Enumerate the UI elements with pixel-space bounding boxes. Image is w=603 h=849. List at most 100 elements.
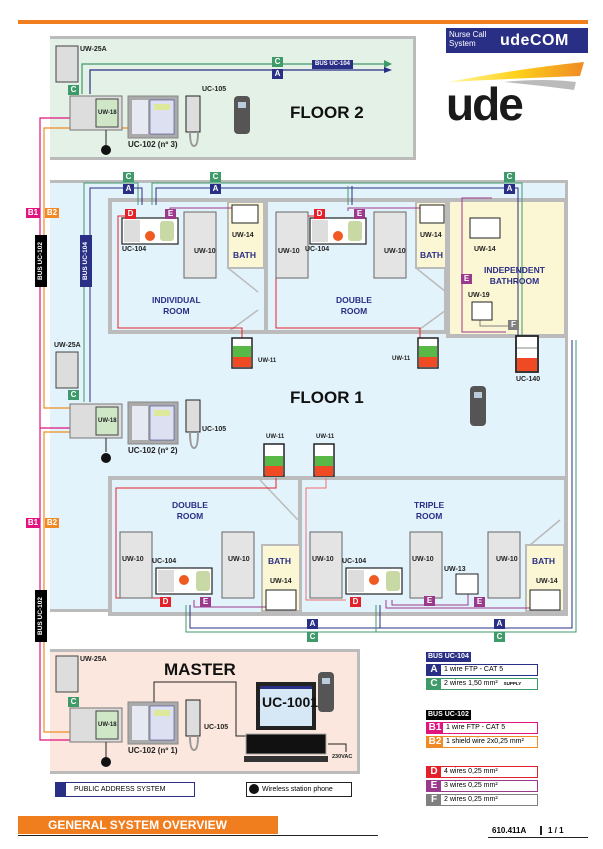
bath-controller-label: UC-140 bbox=[516, 376, 541, 383]
uw13-device bbox=[455, 573, 479, 595]
uc104-unit-double-top bbox=[309, 217, 367, 245]
wire-tag-a: A bbox=[123, 184, 134, 194]
uw11-lamp bbox=[313, 443, 335, 477]
ude-logo: ude bbox=[446, 62, 584, 126]
room-independent-bath bbox=[446, 198, 568, 338]
master-psu-label: UW-25A bbox=[80, 656, 107, 663]
bed-unit-label: UW-10 bbox=[312, 556, 334, 563]
wire-tag-a: A bbox=[307, 619, 318, 629]
page-number: 1 / 1 bbox=[540, 826, 564, 835]
wireless-phone-icon bbox=[249, 784, 259, 795]
wire-tag-a: A bbox=[504, 184, 515, 194]
bath-label: BATH bbox=[268, 556, 291, 566]
bed-unit-label: UW-10 bbox=[278, 248, 300, 255]
master-handset-label: UC-105 bbox=[204, 724, 229, 731]
bath-unit-label: UW-14 bbox=[420, 232, 442, 239]
uw11-lamp bbox=[417, 337, 439, 369]
doc-number: 610.411A bbox=[492, 826, 527, 835]
uc140-lamp bbox=[515, 335, 539, 373]
wire-tag-c: C bbox=[272, 57, 283, 67]
floor1-console-label: UC-102 (nº 2) bbox=[128, 446, 178, 455]
logo-text: ude bbox=[446, 78, 523, 126]
floor2-interface-label: UW-18 bbox=[98, 110, 117, 116]
bath-unit-label: UW-14 bbox=[232, 232, 254, 239]
legend-key-b2: B2 bbox=[427, 736, 443, 747]
wire-tag-c: C bbox=[210, 172, 221, 182]
bath-label: BATH bbox=[532, 556, 555, 566]
bed-unit-label: UW-10 bbox=[122, 556, 144, 563]
legend-bus102-title: BUS UC-102 bbox=[426, 710, 471, 720]
uc104-label: UC-104 bbox=[305, 246, 330, 253]
uc104-unit-individual bbox=[121, 217, 179, 245]
floor2-bus-label: BUS UC-104 bbox=[312, 60, 354, 69]
wire-tag-c: C bbox=[504, 172, 515, 182]
brand-name: udeCOM bbox=[500, 32, 569, 49]
floor2-equipment bbox=[55, 45, 250, 155]
uc104-label: UC-104 bbox=[122, 246, 147, 253]
bed bbox=[275, 211, 309, 279]
brand-subtitle: Nurse Call System bbox=[449, 30, 487, 48]
wire-tag-a: A bbox=[272, 69, 283, 79]
bed-unit-label: UW-10 bbox=[384, 248, 406, 255]
uw11-lamp bbox=[231, 337, 253, 369]
uw14-device bbox=[419, 204, 445, 224]
bed bbox=[119, 531, 153, 599]
uc104-label: UC-104 bbox=[342, 558, 367, 565]
floor1-equipment bbox=[55, 351, 486, 463]
uw14-device bbox=[529, 589, 561, 611]
wire-tag-c: C bbox=[307, 632, 318, 642]
wire-tag-b1: B1 bbox=[26, 208, 40, 218]
footer-rule bbox=[18, 835, 378, 836]
floor1-interface-label: UW-18 bbox=[98, 418, 117, 424]
extra-unit-label: UW-13 bbox=[444, 566, 466, 573]
uw14-device bbox=[265, 589, 297, 611]
logo-swoosh-grey bbox=[504, 80, 576, 90]
legend-wireless: Wireless station phone bbox=[246, 782, 352, 797]
bed-unit-label: UW-10 bbox=[228, 556, 250, 563]
uw11-lamp bbox=[263, 443, 285, 477]
wire-tag-d: D bbox=[314, 209, 325, 219]
legend-key-e: E bbox=[427, 781, 441, 791]
wire-tag-a: A bbox=[210, 184, 221, 194]
public-address-icon bbox=[56, 783, 66, 796]
wire-tag-f: F bbox=[508, 320, 519, 330]
floor1-handset-label: UC-105 bbox=[202, 426, 227, 433]
bath-unit-label: UW-14 bbox=[536, 578, 558, 585]
bed bbox=[373, 211, 407, 279]
wire-tag-e: E bbox=[461, 274, 472, 284]
bed-unit-label: UW-10 bbox=[194, 248, 216, 255]
floor2-psu-label: UW-25A bbox=[80, 46, 107, 53]
corridor-lamp-label: UW-11 bbox=[266, 434, 285, 440]
wire-tag-d: D bbox=[350, 597, 361, 607]
header-rule bbox=[18, 20, 588, 24]
bath-label: BATH bbox=[233, 250, 256, 260]
uc104-unit-double-bottom bbox=[155, 567, 213, 595]
uc104-label: UC-104 bbox=[152, 558, 177, 565]
legend-public-address: PUBLIC ADDRESS SYSTEM bbox=[55, 782, 195, 797]
master-interface-label: UW-18 bbox=[98, 722, 117, 728]
floor2-console-label: UC-102 (nº 3) bbox=[128, 140, 178, 149]
bed-unit-label: UW-10 bbox=[412, 556, 434, 563]
wire-tag-e: E bbox=[165, 209, 176, 219]
bus-uc102-label: BUS UC-102 bbox=[35, 235, 47, 287]
footer-title: GENERAL SYSTEM OVERVIEW bbox=[18, 816, 278, 834]
corridor-lamp-label: UW-11 bbox=[392, 356, 411, 362]
master-power-label: 230VAC bbox=[332, 754, 353, 760]
bed bbox=[221, 531, 255, 599]
master-title: MASTER bbox=[164, 660, 236, 679]
bus-uc104-label: BUS UC-104 bbox=[80, 235, 92, 287]
bed bbox=[409, 531, 443, 599]
legend-key-f: F bbox=[427, 795, 441, 805]
wire-tag-d: D bbox=[125, 209, 136, 219]
wire-tag-a: A bbox=[494, 619, 505, 629]
